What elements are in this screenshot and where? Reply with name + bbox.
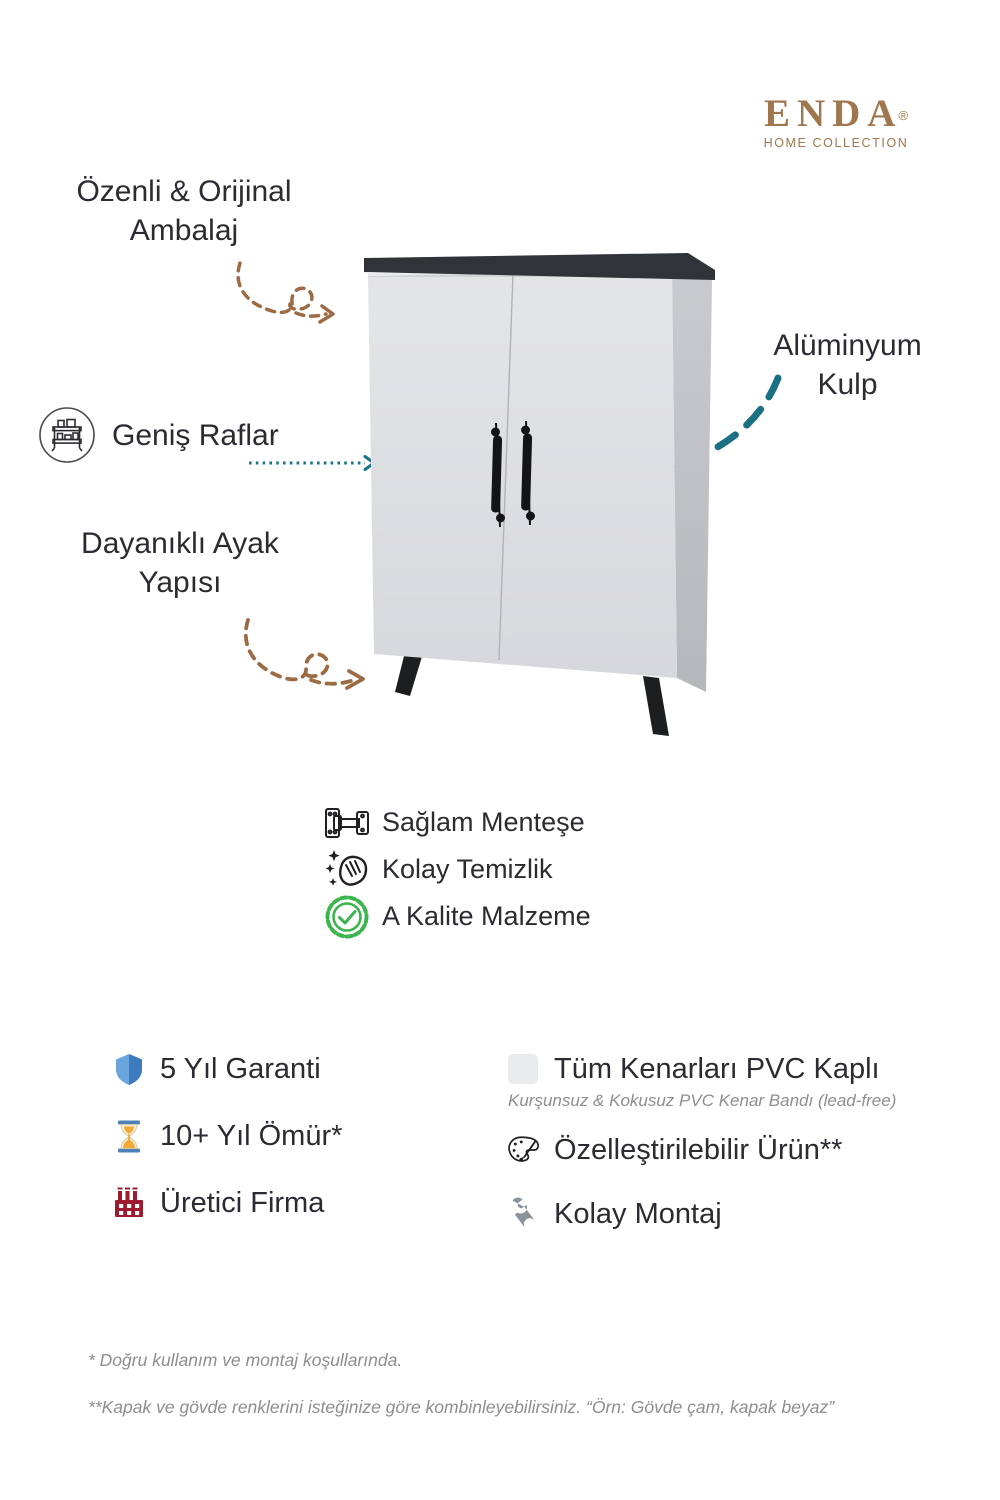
callout-legs-line1: Dayanıklı Ayak <box>81 527 279 560</box>
footnote-2: **Kapak ve gövde renklerini isteğinize g… <box>88 1397 835 1417</box>
callout-legs-line2: Yapısı <box>138 566 222 599</box>
feature-pvc-subtitle: Kurşunsuz & Kokusuz PVC Kenar Bandı (lea… <box>508 1091 897 1110</box>
callout-handle-line2: Kulp <box>817 368 878 401</box>
callout-packaging-line2: Ambalaj <box>129 214 239 247</box>
hand-wipe-icon <box>323 846 371 893</box>
shield-icon <box>112 1052 146 1086</box>
legs-arrow-icon <box>243 618 365 690</box>
bottom-features-left: 5 Yıl Garanti 10+ Yıl Ömür* <box>112 1052 342 1253</box>
feature-lifetime: 10+ Yıl Ömür* <box>112 1119 342 1153</box>
brand-name-text: ENDA <box>763 92 903 135</box>
feature-customizable: Özelleştirilebilir Ürün** <box>506 1130 896 1170</box>
mid-feature-label: Kolay Temizlik <box>382 854 553 884</box>
brand-name: ENDA® <box>758 94 914 133</box>
mid-feature-label: Sağlam Menteşe <box>382 807 585 837</box>
cabinet-top <box>364 253 715 280</box>
cabinet-handles <box>491 420 535 528</box>
feature-manufacturer: Üretici Firma <box>112 1186 342 1220</box>
brand-tagline: HOME COLLECTION <box>763 136 909 150</box>
hinge-icon <box>323 799 371 846</box>
callout-packaging-line1: Özenli & Orijinal <box>76 175 292 208</box>
feature-label: 5 Yıl Garanti <box>160 1052 321 1085</box>
footnote-1: * Doğru kullanım ve montaj koşullarında. <box>88 1350 403 1370</box>
feature-label: Kolay Montaj <box>554 1197 722 1230</box>
cabinet-door-divider <box>498 273 514 661</box>
feature-label: Özelleştirilebilir Ürün** <box>554 1133 843 1166</box>
cabinet-side-panel <box>672 270 712 692</box>
feature-assembly: Kolay Montaj <box>506 1194 896 1234</box>
factory-icon <box>112 1186 146 1220</box>
feature-warranty: 5 Yıl Garanti <box>112 1052 342 1086</box>
callout-shelves-label: Geniş Raflar <box>112 418 279 452</box>
feature-label: 10+ Yıl Ömür* <box>160 1119 343 1152</box>
quality-seal-icon <box>323 893 371 940</box>
packaging-arrow-icon <box>236 261 335 324</box>
cabinet-illustration <box>364 253 715 736</box>
footnotes: * Doğru kullanım ve montaj koşullarında.… <box>88 1350 834 1444</box>
shelf-icon <box>39 407 95 463</box>
callout-packaging: Özenli & Orijinal Ambalaj <box>34 172 334 250</box>
hourglass-icon <box>112 1119 146 1153</box>
bottom-features-right: Tüm Kenarları PVC Kaplı Kurşunsuz & Koku… <box>506 1052 896 1234</box>
callout-legs: Dayanıklı Ayak Yapısı <box>30 524 330 602</box>
callout-handle-line1: Alüminyum <box>773 329 922 362</box>
pvc-edge-icon <box>506 1052 540 1086</box>
feature-label: Üretici Firma <box>160 1186 325 1219</box>
registered-mark: ® <box>898 107 909 123</box>
callout-shelves: Geniş Raflar <box>38 406 279 464</box>
feature-label: Tüm Kenarları PVC Kaplı <box>554 1052 880 1085</box>
callout-handle: Alüminyum Kulp <box>740 326 955 404</box>
mid-feature-label: A Kalite Malzeme <box>382 901 591 931</box>
wrench-icon <box>506 1197 540 1231</box>
brand-logo: ENDA® HOME COLLECTION <box>758 94 914 150</box>
feature-pvc: Tüm Kenarları PVC Kaplı <box>506 1052 896 1086</box>
mid-feature-hinge: Sağlam Menteşe <box>323 799 591 846</box>
mid-feature-quality: A Kalite Malzeme <box>323 893 591 940</box>
palette-icon <box>506 1133 540 1167</box>
mid-feature-list: Sağlam Menteşe Kola <box>323 799 591 940</box>
mid-feature-cleaning: Kolay Temizlik <box>323 846 591 893</box>
